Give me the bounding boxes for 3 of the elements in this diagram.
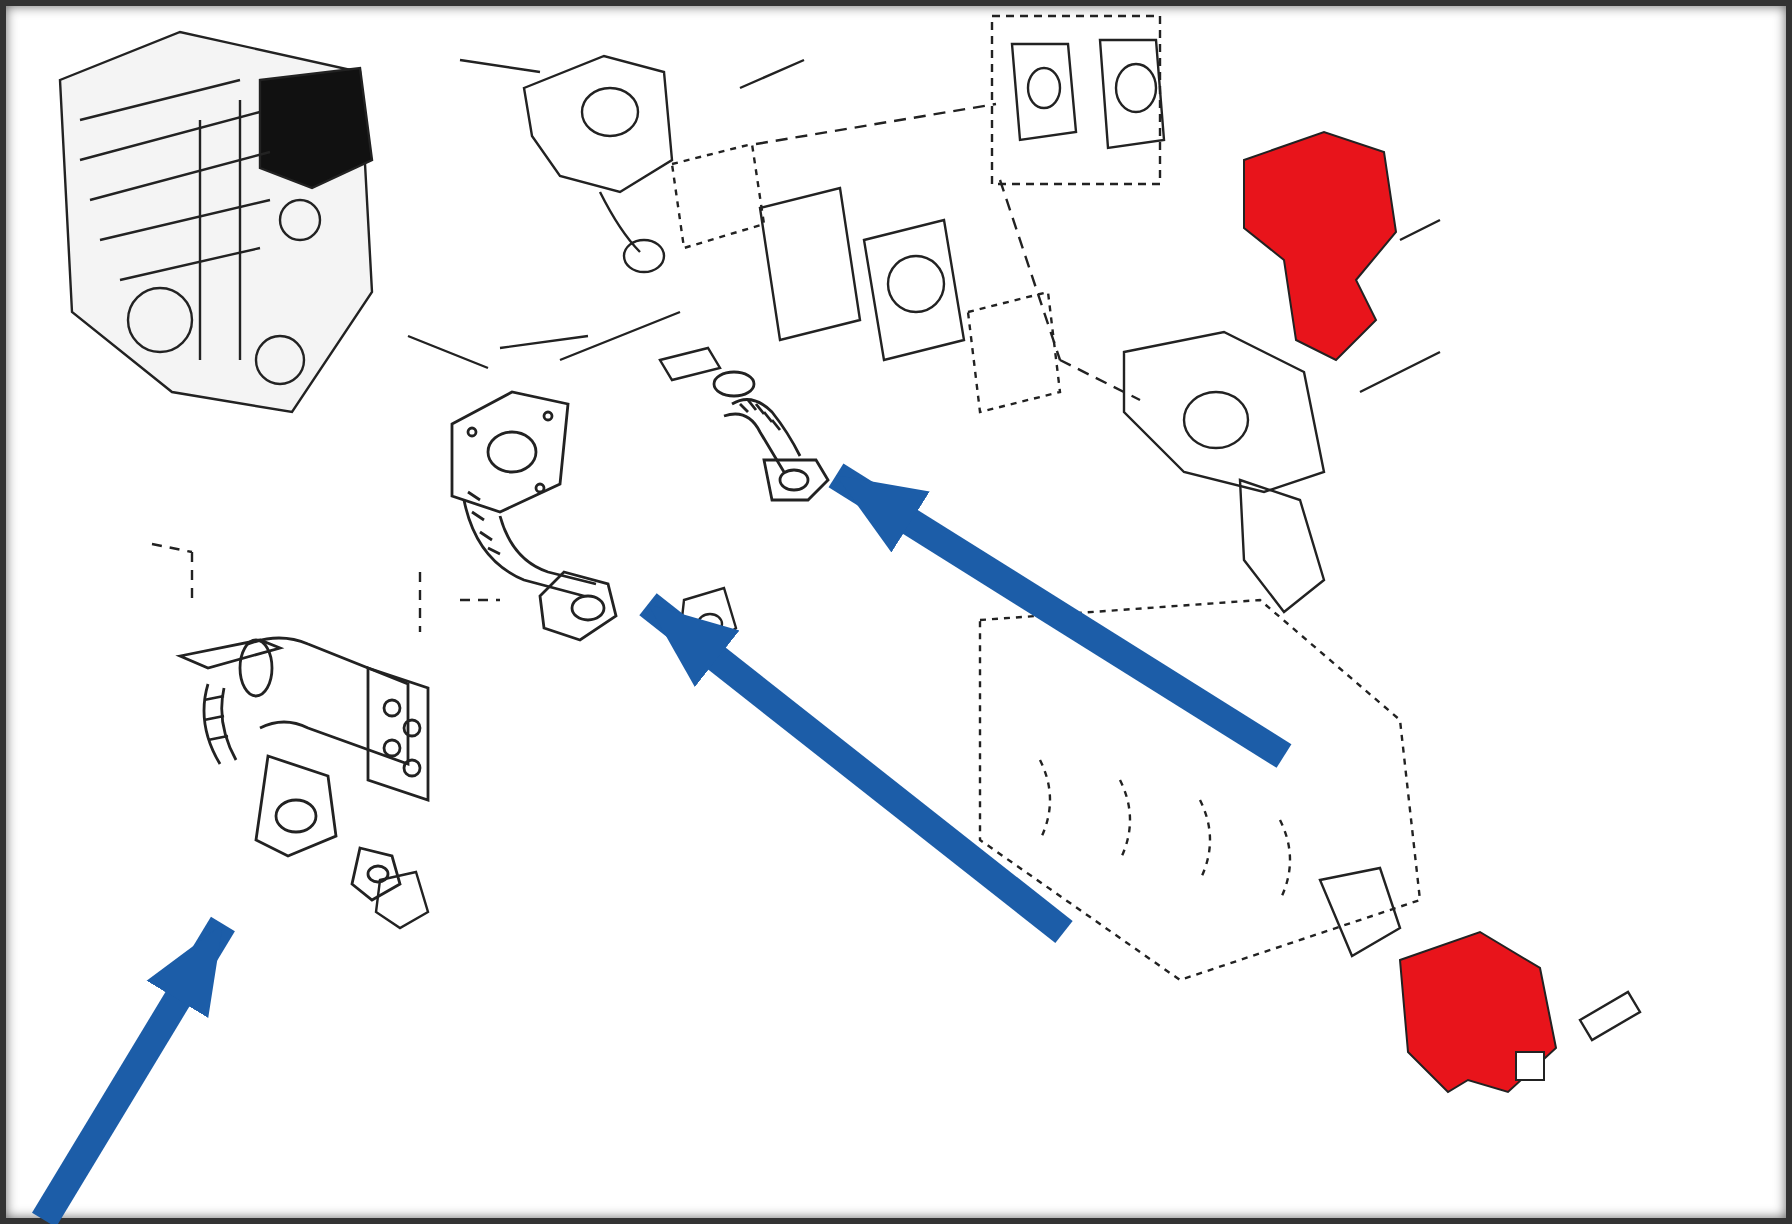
pointer-arrow (828, 463, 1292, 768)
pointer-arrow (32, 916, 235, 1224)
pointer-arrow (639, 593, 1073, 943)
